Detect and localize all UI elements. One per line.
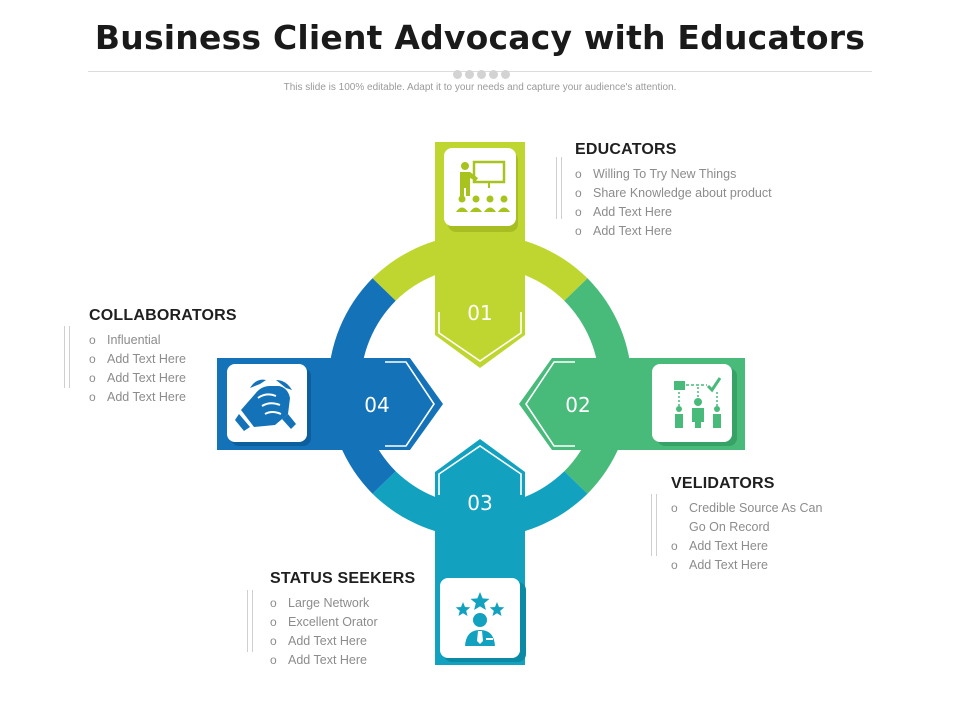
educators-block: EDUCATORS Willing To Try New Things Shar… (575, 141, 805, 241)
velidators-list: Credible Source As Can Go On Record Add … (671, 499, 841, 575)
collaborators-block: COLLABORATORS Influential Add Text Here … (89, 307, 289, 407)
divider-dots (453, 66, 513, 79)
collaborators-heading: COLLABORATORS (89, 307, 237, 324)
status-seekers-accent-line-1 (247, 590, 248, 652)
list-item: Add Text Here (89, 388, 289, 407)
list-item: Large Network (270, 594, 470, 613)
list-item: Add Text Here (671, 556, 841, 575)
list-item: Add Text Here (671, 537, 841, 556)
segment-number-04: 04 (364, 393, 389, 417)
collaborators-list: Influential Add Text Here Add Text Here … (89, 331, 289, 407)
ring-segment-03 (372, 471, 588, 538)
arrow-01-outline (438, 312, 522, 362)
list-item: Add Text Here (575, 222, 805, 241)
ring-segment-01 (372, 234, 588, 301)
list-item: Add Text Here (575, 203, 805, 222)
list-item: Add Text Here (270, 632, 470, 651)
list-item: Add Text Here (89, 369, 289, 388)
segment-01: 01 (435, 142, 525, 368)
collaborators-accent-line-2 (69, 326, 70, 388)
educators-heading: EDUCATORS (575, 141, 677, 158)
icon-card-01 (444, 148, 516, 226)
validation-flow-icon (674, 377, 722, 428)
list-item: Influential (89, 331, 289, 350)
velidators-heading: VELIDATORS (671, 475, 775, 492)
page-title: Business Client Advocacy with Educators (94, 18, 866, 57)
icon-card-02 (652, 364, 732, 442)
collaborators-accent-line-1 (64, 326, 65, 388)
list-item: Share Knowledge about product (575, 184, 805, 203)
list-item: Credible Source As Can Go On Record (671, 499, 841, 537)
velidators-block: VELIDATORS Credible Source As Can Go On … (671, 475, 841, 575)
status-seekers-list: Large Network Excellent Orator Add Text … (270, 594, 470, 670)
arrow-02-outline (525, 361, 575, 447)
list-item: Add Text Here (270, 651, 470, 670)
segment-number-02: 02 (565, 393, 590, 417)
educators-list: Willing To Try New Things Share Knowledg… (575, 165, 805, 241)
segment-02: 02 (519, 358, 745, 450)
velidators-accent-line-2 (656, 494, 657, 556)
educators-accent-line-2 (561, 157, 562, 219)
star-person-icon (455, 592, 505, 646)
educators-accent-line-1 (556, 157, 557, 219)
arrow-03-outline (438, 445, 522, 495)
page-subtitle: This slide is 100% editable. Adapt it to… (283, 82, 677, 93)
status-seekers-accent-line-2 (252, 590, 253, 652)
velidators-accent-line-1 (651, 494, 652, 556)
segment-number-01: 01 (467, 301, 492, 325)
status-seekers-heading: STATUS SEEKERS (270, 570, 416, 587)
teacher-presentation-icon (456, 160, 510, 212)
list-item: Add Text Here (89, 350, 289, 369)
status-seekers-block: STATUS SEEKERS Large Network Excellent O… (270, 570, 470, 670)
list-item: Excellent Orator (270, 613, 470, 632)
arrow-04-outline (385, 361, 435, 447)
segment-number-03: 03 (467, 491, 492, 515)
list-item: Willing To Try New Things (575, 165, 805, 184)
